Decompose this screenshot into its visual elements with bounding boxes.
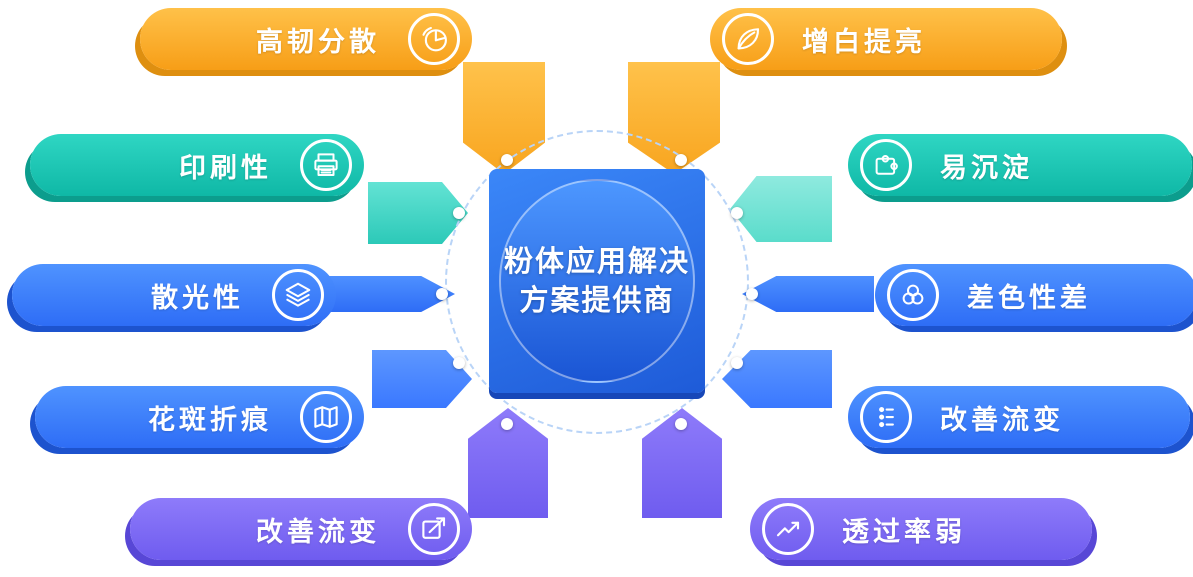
center-title-line2: 方案提供商 [519,283,675,317]
dashed-ring [445,130,749,434]
leaf-icon [722,13,774,65]
junction-dot [675,418,687,430]
center-title-line1: 粉体应用解决 [503,243,690,278]
right-pill-transmittance: 透过率弱 [750,498,1092,560]
right-pill-whitening-label: 增白提亮 [802,26,926,58]
left-pill-mottling-crease: 花斑折痕 [35,386,364,448]
left-pill-dispersion: 高韧分散 [140,8,472,70]
junction-dot [453,357,465,369]
connector-mid-right [742,276,874,312]
color-circles-icon [887,269,939,321]
center-circle: 粉体应用解决 方案提供商 [499,179,695,383]
right-pill-rheology: 改善流变 [848,386,1190,448]
left-pill-light-scattering-label: 散光性 [151,282,244,314]
map-icon [300,391,352,443]
pie-chart-icon [408,13,460,65]
junction-dot [675,154,687,166]
junction-dot [501,418,513,430]
left-pill-rheology: 改善流变 [130,498,472,560]
left-pill-printability: 印刷性 [30,134,364,196]
pen-arrow-icon [408,503,460,555]
right-pill-whitening: 增白提亮 [710,8,1062,70]
left-pill-mottling-crease-label: 花斑折痕 [148,404,272,436]
right-pill-sedimentation-label: 易沉淀 [940,152,1033,184]
junction-dot [746,288,758,300]
junction-dot [501,154,513,166]
layers-icon [272,269,324,321]
printer-icon [300,139,352,191]
junction-dot [453,207,465,219]
trend-line-icon [762,503,814,555]
right-pill-rheology-label: 改善流变 [940,404,1064,436]
connector-upper-right [730,176,832,242]
left-pill-dispersion-label: 高韧分散 [256,26,380,58]
left-pill-printability-label: 印刷性 [179,152,272,184]
puzzle-icon [860,139,912,191]
right-pill-transmittance-label: 透过率弱 [842,516,966,548]
flow-adjust-icon [860,391,912,443]
right-pill-color-difference: 差色性差 [875,264,1193,326]
junction-dot [731,207,743,219]
right-pill-sedimentation: 易沉淀 [848,134,1192,196]
junction-dot [731,357,743,369]
right-pill-color-difference-label: 差色性差 [967,282,1091,314]
junction-dot [436,288,448,300]
left-pill-light-scattering: 散光性 [12,264,336,326]
center-node: 粉体应用解决 方案提供商 [489,169,705,393]
left-pill-rheology-label: 改善流变 [256,516,380,548]
